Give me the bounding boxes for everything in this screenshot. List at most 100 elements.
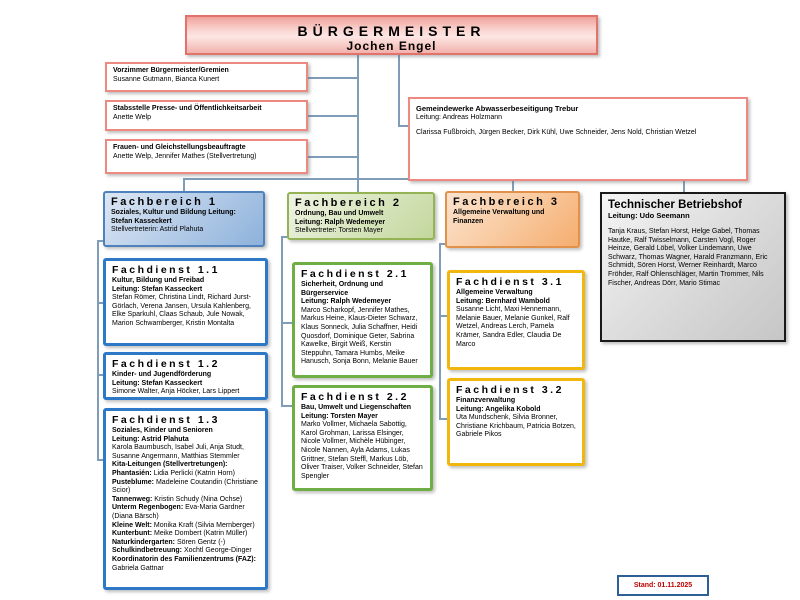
fachbereich-1-title: Fachbereich 1 <box>111 196 218 208</box>
connector-line <box>97 240 105 242</box>
stand-date-box: Stand: 01.11.2025 <box>617 575 709 596</box>
fachdienst-2-1-leitung: Leitung: Ralph Wedemeyer <box>301 298 392 306</box>
connector-line <box>97 459 105 461</box>
kita-label: Naturkindergarten: <box>112 538 176 546</box>
kita-value: Madeleine Coutandin (Christiane Scior) <box>112 478 258 495</box>
connector-line <box>439 243 441 420</box>
fachdienst-3-2-department: Finanzverwaltung <box>456 397 516 404</box>
betriebshof-names: Tanja Kraus, Stefan Horst, Helge Gabel, … <box>608 228 768 287</box>
fachdienst-2-1-department: Sicherheit, Ordnung und Bürgerservice <box>301 281 384 297</box>
kita-entry: Schulkindbetreuung: Xochtl George-Dinger <box>112 547 259 556</box>
connector-line <box>439 243 447 245</box>
staff-box-names: Susanne Gutmann, Bianca Kunert <box>113 75 220 83</box>
connector-line <box>97 374 105 376</box>
connector-line <box>439 418 447 420</box>
fachdienst-1-3-department: Soziales, Kinder und Senioren <box>112 427 213 434</box>
fachdienst-2-2-names: Marko Vollmer, Michaela Sabottig, Karol … <box>301 421 423 480</box>
fachdienst-1-2-leitung: Leitung: Stefan Kasseckert <box>112 379 203 387</box>
staff-box-title: Vorzimmer Bürgermeister/Gremien <box>113 67 229 74</box>
fachdienst-1-1-department: Kultur, Bildung und Freibad <box>112 277 205 284</box>
fachbereich-1-deputy: Stellvertreterin: Astrid Plahuta <box>111 226 204 234</box>
fachdienst-1-2-title: Fachdienst 1.2 <box>112 358 220 370</box>
fachdienst-3-1-title: Fachdienst 3.1 <box>456 276 564 288</box>
connector-line <box>97 240 99 461</box>
connector-line <box>357 178 359 192</box>
kita-value: Meike Dombert (Katrin Müller) <box>154 530 248 538</box>
connector-line <box>97 302 105 304</box>
connector-line <box>439 315 447 317</box>
fachdienst-1-1-box: Fachdienst 1.1 Kultur, Bildung und Freib… <box>103 258 268 346</box>
fachdienst-2-2-title: Fachdienst 2.2 <box>301 391 409 403</box>
fachdienst-3-2-title: Fachdienst 3.2 <box>456 384 564 396</box>
kita-entry: Naturkindergarten: Sören Gentz (-) <box>112 539 259 548</box>
fachbereich-1-box: Fachbereich 1 Soziales, Kultur und Bildu… <box>103 191 265 247</box>
kita-entry: Pusteblume: Madeleine Coutandin (Christi… <box>112 479 259 496</box>
kita-label: Schulkindbetreuung: <box>112 547 182 555</box>
gemeindewerke-names: Clarissa Fußbroich, Jürgen Becker, Dirk … <box>416 129 697 137</box>
fachbereich-3-department: Allgemeine Verwaltung und Finanzen <box>453 209 545 225</box>
staff-box-title: Stabsstelle Presse- und Öffentlichkeitsa… <box>113 105 262 112</box>
fachdienst-3-2-box: Fachdienst 3.2 Finanzverwaltung Leitung:… <box>447 378 585 466</box>
fachbereich-3-title: Fachbereich 3 <box>453 196 560 208</box>
kita-value: Lidia Perlicki (Katrin Horn) <box>153 469 235 477</box>
kita-label: Kunterbunt: <box>112 530 153 538</box>
kita-value: Gabriela Gattnar <box>112 564 164 572</box>
fachdienst-2-1-title: Fachdienst 2.1 <box>301 268 409 280</box>
connector-line <box>683 178 685 192</box>
connector-line <box>281 236 289 238</box>
kita-label: Pusteblume: <box>112 478 155 486</box>
fachdienst-2-2-box: Fachdienst 2.2 Bau, Umwelt und Liegensch… <box>292 385 433 491</box>
kita-leitungen-header: Kita-Leitungen (Stellvertretungen): <box>112 461 228 469</box>
staff-box-names: Anette Welp, Jennifer Mathes (Stellvertr… <box>113 152 257 160</box>
buergermeister-title: BÜRGERMEISTER <box>297 23 486 39</box>
technischer-betriebshof-box: Technischer Betriebshof Leitung: Udo See… <box>600 192 786 342</box>
kita-label: Koordinatorin des Familienzentrums (FAZ)… <box>112 555 256 563</box>
fachdienst-1-2-box: Fachdienst 1.2 Kinder- und Jugendförderu… <box>103 352 268 400</box>
gemeindewerke-title: Gemeindewerke Abwasserbeseitigung Trebur <box>416 104 579 113</box>
gemeindewerke-leitung: Leitung: Andreas Holzmann <box>416 113 502 121</box>
staff-box-stabsstelle: Stabsstelle Presse- und Öffentlichkeitsa… <box>105 100 308 131</box>
fachbereich-2-leitung: Leitung: Ralph Wedemeyer <box>295 218 386 226</box>
kita-entry: Koordinatorin des Familienzentrums (FAZ)… <box>112 556 259 573</box>
fachdienst-2-2-leitung: Leitung: Torsten Mayer <box>301 412 378 420</box>
kita-entry: Kunterbunt: Meike Dombert (Katrin Müller… <box>112 530 259 539</box>
fachdienst-3-1-leitung: Leitung: Bernhard Wambold <box>456 297 550 305</box>
fachdienst-2-1-box: Fachdienst 2.1 Sicherheit, Ordnung und B… <box>292 262 433 378</box>
fachdienst-3-1-box: Fachdienst 3.1 Allgemeine Verwaltung Lei… <box>447 270 585 370</box>
fachdienst-2-2-department: Bau, Umwelt und Liegenschaften <box>301 404 412 411</box>
betriebshof-leitung: Leitung: Udo Seemann <box>608 211 690 220</box>
connector-line <box>308 115 357 117</box>
fachdienst-1-2-department: Kinder- und Jugendförderung <box>112 371 212 378</box>
connector-line <box>281 405 292 407</box>
fachbereich-2-title: Fachbereich 2 <box>295 197 402 209</box>
connector-line <box>398 53 400 125</box>
kita-label: Unterm Regenbogen: <box>112 504 184 512</box>
buergermeister-box: BÜRGERMEISTER Jochen Engel <box>185 15 598 55</box>
connector-line <box>357 53 359 179</box>
fachdienst-1-1-leitung: Leitung: Stefan Kasseckert <box>112 285 203 293</box>
fachdienst-1-1-names: Stefan Römer, Christina Lindt, Richard J… <box>112 294 251 327</box>
connector-line <box>308 77 357 79</box>
fachdienst-3-1-department: Allgemeine Verwaltung <box>456 289 533 296</box>
fachdienst-3-1-names: Susanne Licht, Maxi Hennemann, Melanie B… <box>456 306 570 348</box>
kita-entry: Unterm Regenbogen: Eva-Maria Gardner (Di… <box>112 504 259 521</box>
fachdienst-2-1-names: Marco Scharkopf, Jennifer Mathes, Markus… <box>301 306 418 366</box>
kita-value: Eva-Maria Gardner (Diana Bärsch) <box>112 504 245 520</box>
fachdienst-3-2-names: Uta Mundschenk, Silvia Bronner, Christia… <box>456 414 576 439</box>
betriebshof-title: Technischer Betriebshof <box>608 199 742 211</box>
fachdienst-1-3-title: Fachdienst 1.3 <box>112 414 220 426</box>
fachbereich-2-box: Fachbereich 2 Ordnung, Bau und Umwelt Le… <box>287 192 435 240</box>
fachbereich-2-deputy: Stellvertreter: Torsten Mayer <box>295 227 383 235</box>
connector-line <box>512 178 514 191</box>
connector-line <box>398 125 408 127</box>
kita-value: Kristin Schudy (Nina Ochse) <box>154 495 243 503</box>
fachdienst-1-1-title: Fachdienst 1.1 <box>112 264 220 276</box>
staff-box-names: Anette Welp <box>113 113 152 121</box>
kita-label: Phantasién: <box>112 469 152 477</box>
stand-date-label: Stand: 01.11.2025 <box>633 582 693 589</box>
fachbereich-2-department: Ordnung, Bau und Umwelt <box>295 210 384 217</box>
connector-line <box>281 236 283 407</box>
staff-box-vorzimmer: Vorzimmer Bürgermeister/Gremien Susanne … <box>105 62 308 92</box>
kita-value: Sören Gentz (-) <box>176 538 226 546</box>
